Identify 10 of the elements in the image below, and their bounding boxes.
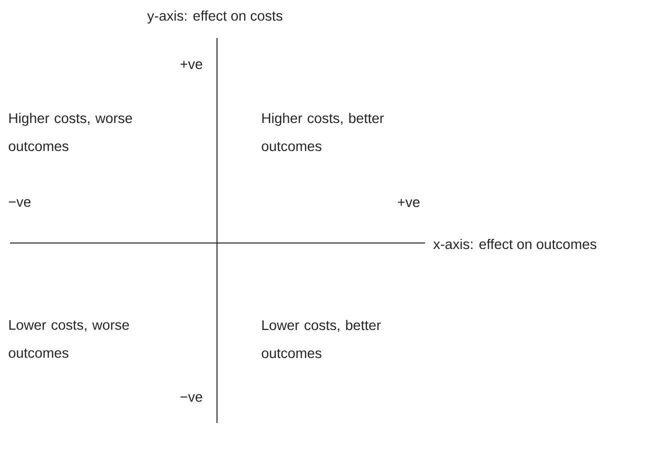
axis-label: y-axis: effect on costs — [147, 10, 282, 24]
quadrant-label: Higher costs, better outcomes — [262, 112, 384, 152]
axis-label: x-axis: effect on outcomes — [433, 238, 596, 250]
quadrant-label: Lower costs, worse outcomes — [8, 320, 129, 358]
sign-label: +ve — [180, 60, 202, 70]
sign-label: +ve — [398, 198, 420, 208]
quadrant-label: Higher costs, worse outcomes — [8, 112, 132, 152]
sign-label: −ve — [180, 394, 202, 402]
sign-label: −ve — [8, 199, 31, 207]
quadrant-label: Lower costs, better outcomes — [262, 320, 381, 358]
